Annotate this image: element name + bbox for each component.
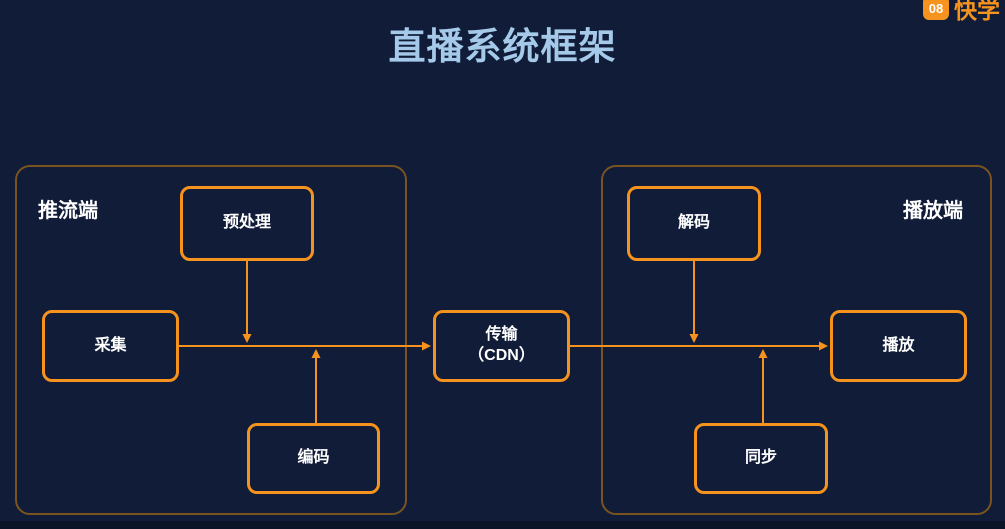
node-encode: 编码 (247, 423, 380, 494)
node-sync: 同步 (694, 423, 828, 494)
playback-container (601, 165, 992, 515)
push-section-label: 推流端 (38, 200, 98, 222)
node-sync-label: 同步 (744, 449, 777, 467)
node-capture: 采集 (42, 310, 179, 382)
node-preprocess-label: 预处理 (222, 214, 271, 232)
bottom-edge-strip (0, 521, 1005, 529)
brand-logo: 08 快学 (923, 0, 1000, 25)
node-transport-label-line2: （CDN） (468, 347, 535, 364)
node-transport-cdn: 传输 （CDN） (433, 310, 570, 382)
brand-logo-icon: 08 (923, 0, 949, 20)
node-decode-label: 解码 (677, 214, 710, 232)
play-section-label: 播放端 (903, 200, 963, 222)
brand-logo-text: 快学 (954, 0, 1000, 23)
node-transport-label-line1: 传输 (485, 326, 518, 344)
node-encode-label: 编码 (297, 449, 330, 467)
node-decode: 解码 (627, 186, 761, 261)
node-capture-label: 采集 (94, 336, 127, 354)
page-title: 直播系统框架 (388, 26, 617, 67)
node-play-label: 播放 (882, 336, 915, 354)
node-preprocess: 预处理 (180, 186, 314, 261)
push-stream-container (15, 165, 407, 515)
node-play: 播放 (830, 310, 967, 382)
